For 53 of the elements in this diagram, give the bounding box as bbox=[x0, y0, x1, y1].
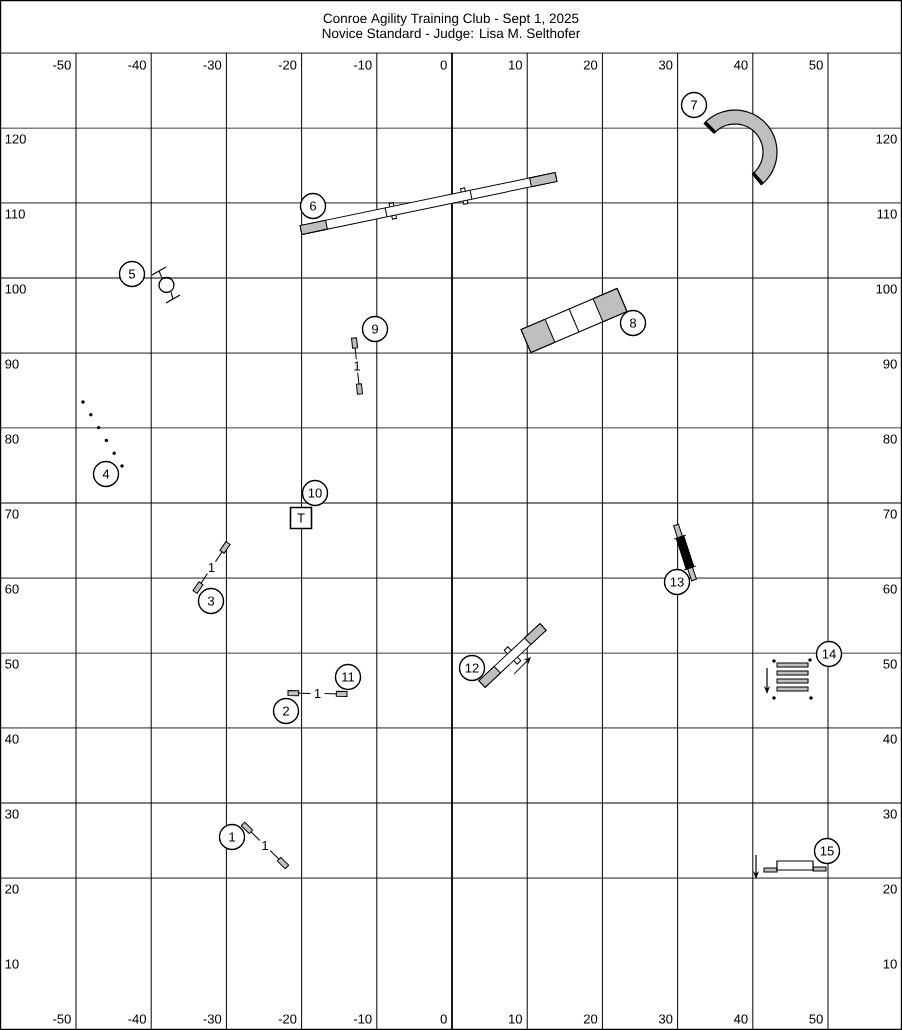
axis-label: 110 bbox=[5, 209, 25, 219]
axis-label: 20 bbox=[883, 884, 897, 894]
jump-height-label: 1 bbox=[354, 361, 360, 371]
axis-label: -30 bbox=[203, 1014, 222, 1024]
axis-label: 60 bbox=[883, 584, 897, 594]
axis-label: 50 bbox=[883, 659, 897, 669]
axis-label: 40 bbox=[733, 60, 748, 70]
axis-label: 30 bbox=[658, 60, 673, 70]
axis-label: 10 bbox=[509, 60, 522, 70]
axis-label: 70 bbox=[883, 509, 897, 519]
jump-height-label: 1 bbox=[262, 841, 268, 850]
axis-label: 120 bbox=[876, 134, 897, 144]
axis-label: 30 bbox=[5, 809, 19, 819]
table-box: T bbox=[289, 506, 313, 530]
axis-label: 50 bbox=[809, 1014, 823, 1024]
axis-label: 20 bbox=[583, 60, 598, 70]
axis-label: -20 bbox=[278, 60, 297, 70]
jump-height-label: 1 bbox=[208, 563, 215, 572]
axis-label: 100 bbox=[5, 284, 26, 294]
axis-label: 20 bbox=[583, 1014, 598, 1024]
axis-label: 30 bbox=[883, 809, 897, 819]
axis-label: 100 bbox=[876, 284, 897, 294]
jump-height-label: 1 bbox=[314, 689, 321, 698]
axis-label: 0 bbox=[440, 1014, 447, 1024]
axis-label: 40 bbox=[733, 1014, 748, 1024]
axis-label: 80 bbox=[5, 434, 19, 444]
axis-label: -10 bbox=[353, 60, 372, 70]
axis-label: -10 bbox=[353, 1014, 372, 1024]
axis-label: -50 bbox=[53, 1014, 71, 1024]
axis-label: 50 bbox=[809, 60, 823, 70]
axis-label: 60 bbox=[5, 584, 19, 594]
axis-label: 10 bbox=[5, 959, 19, 969]
axis-label: 20 bbox=[5, 884, 19, 894]
axis-label: 40 bbox=[883, 734, 897, 744]
axis-label: -40 bbox=[128, 60, 146, 70]
axis-label: -20 bbox=[278, 1014, 297, 1024]
axis-label: 10 bbox=[509, 1014, 522, 1024]
axis-label: 0 bbox=[440, 60, 447, 70]
axis-label: 10 bbox=[883, 959, 897, 969]
axis-label: -50 bbox=[53, 60, 71, 70]
axis-label: 120 bbox=[5, 134, 26, 144]
axis-label: 80 bbox=[883, 434, 897, 444]
axis-label: 40 bbox=[5, 734, 19, 744]
axis-label: 90 bbox=[883, 359, 897, 369]
axis-label: -30 bbox=[203, 60, 222, 70]
axis-label: -40 bbox=[128, 1014, 146, 1024]
axis-label: 30 bbox=[658, 1014, 673, 1024]
axis-label: 90 bbox=[5, 359, 19, 369]
axis-label: 70 bbox=[5, 509, 19, 519]
axis-label: 50 bbox=[5, 659, 19, 669]
axis-label: 110 bbox=[877, 209, 897, 219]
subtitle: Novice Standard - Judge: Lisa M. Selthofer bbox=[322, 28, 581, 41]
title: Conroe Agility Training Club - Sept 1, 2025 bbox=[323, 13, 579, 26]
